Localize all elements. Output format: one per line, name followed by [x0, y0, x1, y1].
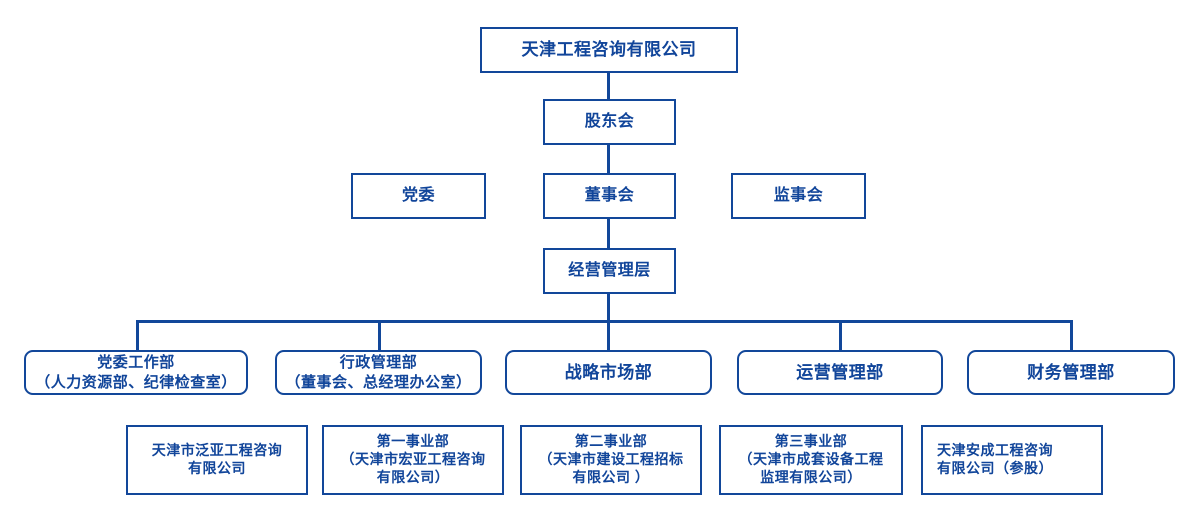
node-department-strategy-market[interactable]: 战略市场部 — [505, 350, 712, 395]
connector-bus-to-dept-5 — [1070, 320, 1073, 351]
node-department-admin-management[interactable]: 行政管理部 （董事会、总经理办公室） — [275, 350, 482, 395]
node-department-operations-management[interactable]: 运营管理部 — [737, 350, 943, 395]
node-subsidiary-division-2[interactable]: 第二事业部 （天津市建设工程招标 有限公司 ） — [520, 425, 702, 495]
node-subsidiary-ancheng[interactable]: 天津安成工程咨询 有限公司（参股） — [921, 425, 1103, 495]
connector-management-to-bus — [607, 294, 610, 322]
node-department-party-work[interactable]: 党委工作部 （人力资源部、纪律检查室） — [24, 350, 248, 395]
node-subsidiary-division-3[interactable]: 第三事业部 （天津市成套设备工程 监理有限公司） — [719, 425, 903, 495]
connector-shareholders-to-board — [607, 145, 610, 173]
connector-bus-to-dept-1 — [136, 320, 139, 351]
connector-bus-to-dept-2 — [378, 320, 381, 351]
node-shareholders-meeting[interactable]: 股东会 — [543, 99, 676, 145]
connector-bus-to-dept-3 — [607, 320, 610, 351]
node-subsidiary-division-1[interactable]: 第一事业部 （天津市宏亚工程咨询 有限公司） — [322, 425, 504, 495]
node-company[interactable]: 天津工程咨询有限公司 — [480, 27, 738, 73]
connector-bus-to-dept-4 — [839, 320, 842, 351]
connector-company-to-shareholders — [607, 73, 610, 100]
node-board-of-supervisors[interactable]: 监事会 — [731, 173, 866, 219]
connector-board-to-management — [607, 219, 610, 248]
node-department-finance-management[interactable]: 财务管理部 — [967, 350, 1175, 395]
connector-department-bus — [137, 320, 1073, 323]
node-management-layer[interactable]: 经营管理层 — [543, 248, 676, 294]
node-subsidiary-fanya[interactable]: 天津市泛亚工程咨询 有限公司 — [126, 425, 308, 495]
node-board-of-directors[interactable]: 董事会 — [543, 173, 676, 219]
node-party-committee[interactable]: 党委 — [351, 173, 486, 219]
